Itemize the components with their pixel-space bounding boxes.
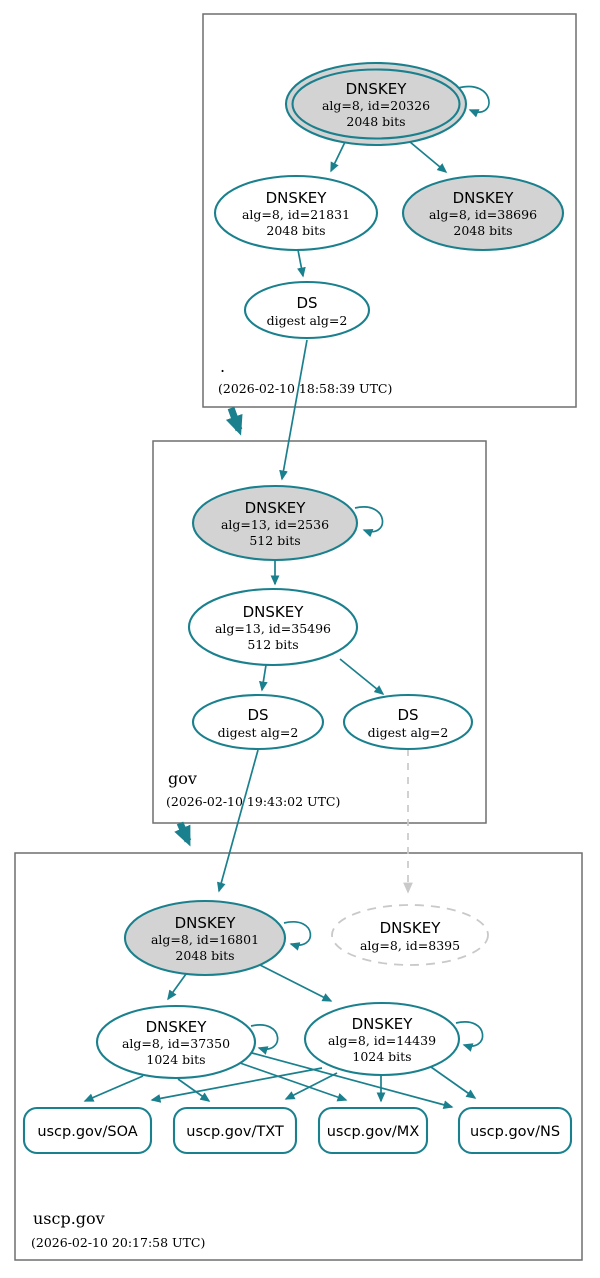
- node-bits: 2048 bits: [175, 948, 234, 963]
- edge-gov-zsk-to-ds-right: [339, 658, 385, 695]
- rrset-label: uscp.gov/MX: [327, 1124, 420, 1140]
- edge-zsk1-to-ns: [251, 1052, 454, 1110]
- node-gov-ds-right: DS digest alg=2: [342, 693, 474, 751]
- edge-zsk1-to-soa: [83, 1075, 144, 1102]
- edge-root-ksk-to-ksk2: [409, 141, 448, 173]
- node-title: DNSKEY: [146, 1018, 208, 1036]
- node-title: DS: [397, 706, 418, 724]
- node-rrset-uscp-gov-txt: uscp.gov/TXT: [172, 1106, 298, 1155]
- node-root-ds: DS digest alg=2: [243, 280, 371, 340]
- node-bits: 512 bits: [249, 533, 300, 548]
- zone-timestamp-gov: (2026-02-10 19:43:02 UTC): [166, 794, 340, 809]
- node-title: DNSKEY: [346, 80, 408, 98]
- zone-label-gov: gov: [168, 769, 197, 788]
- node-uscp-ksk-dnskey-16801: DNSKEY alg=8, id=16801 2048 bits: [123, 899, 287, 977]
- edge-root-zsk-to-ds: [297, 249, 306, 278]
- node-detail: alg=8, id=20326: [322, 98, 430, 113]
- edge-root-ds-to-gov-ksk: [279, 339, 308, 481]
- node-detail: alg=8, id=16801: [151, 932, 259, 947]
- node-bits: 2048 bits: [346, 114, 405, 129]
- edge-uscp-zsk1-self-loop: [250, 1024, 279, 1055]
- node-detail: alg=13, id=2536: [221, 517, 329, 532]
- edge-gov-ksk-self-loop: [354, 506, 384, 538]
- node-detail: digest alg=2: [267, 313, 348, 328]
- node-detail: alg=8, id=8395: [360, 938, 460, 953]
- node-detail: digest alg=2: [368, 725, 449, 740]
- node-uscp-zsk2-dnskey-14439: DNSKEY alg=8, id=14439 1024 bits: [303, 1001, 461, 1077]
- edge-zsk1-to-txt: [177, 1078, 211, 1102]
- edge-root-ksk-self-loop: [457, 85, 490, 118]
- node-root-ksk-dnskey-20326: DNSKEY alg=8, id=20326 2048 bits: [284, 61, 468, 147]
- node-detail: alg=8, id=37350: [122, 1036, 230, 1051]
- node-rrset-uscp-gov-ns: uscp.gov/NS: [457, 1106, 573, 1155]
- node-gov-zsk-dnskey-35496: DNSKEY alg=13, id=35496 512 bits: [187, 587, 359, 667]
- zone-timestamp-uscp: (2026-02-10 20:17:58 UTC): [31, 1235, 205, 1250]
- node-bits: 512 bits: [247, 637, 298, 652]
- node-rrset-uscp-gov-mx: uscp.gov/MX: [317, 1106, 429, 1155]
- edge-zsk1-to-mx: [239, 1062, 348, 1102]
- node-gov-ds-left: DS digest alg=2: [191, 693, 325, 751]
- node-title: DNSKEY: [175, 914, 237, 932]
- node-detail: alg=13, id=35496: [215, 621, 331, 636]
- node-bits: 1024 bits: [352, 1049, 411, 1064]
- zone-timestamp-root: (2026-02-10 18:58:39 UTC): [218, 381, 392, 396]
- node-uscp-zsk1-dnskey-37350: DNSKEY alg=8, id=37350 1024 bits: [95, 1004, 257, 1080]
- edge-zsk2-to-ns: [430, 1066, 477, 1099]
- node-title: DNSKEY: [352, 1015, 414, 1033]
- edge-zone-cut-gov-to-uscp: [174, 821, 192, 847]
- node-title: DNSKEY: [266, 189, 328, 207]
- node-title: DNSKEY: [243, 603, 305, 621]
- edge-uscp-ksk-to-zsk1: [167, 973, 187, 1001]
- node-title: DS: [296, 294, 317, 312]
- edge-gov-zsk-to-ds-left: [258, 664, 268, 692]
- node-bits: 1024 bits: [146, 1052, 205, 1067]
- rrset-label: uscp.gov/NS: [470, 1124, 560, 1140]
- edge-gov-ds-to-uscp-ksk: [217, 749, 259, 893]
- node-title: DNSKEY: [453, 189, 515, 207]
- edge-uscp-ksk-to-zsk2: [257, 963, 333, 1002]
- edge-uscp-zsk2-self-loop: [455, 1021, 484, 1052]
- rrset-label: uscp.gov/SOA: [37, 1124, 137, 1140]
- node-gov-ksk-dnskey-2536: DNSKEY alg=13, id=2536 512 bits: [191, 484, 359, 562]
- rrset-label: uscp.gov/TXT: [186, 1124, 284, 1140]
- zone-box-uscp-gov: [14, 852, 583, 1261]
- edge-zone-cut-root-to-gov: [225, 406, 243, 436]
- node-bits: 2048 bits: [453, 223, 512, 238]
- zone-label-uscp-gov: uscp.gov: [33, 1209, 105, 1228]
- node-detail: alg=8, id=21831: [242, 207, 350, 222]
- node-detail: alg=8, id=38696: [429, 207, 537, 222]
- node-title: DNSKEY: [380, 919, 442, 937]
- node-bits: 2048 bits: [266, 223, 325, 238]
- node-detail: digest alg=2: [218, 725, 299, 740]
- node-title: DS: [247, 706, 268, 724]
- edge-zsk2-to-soa: [150, 1067, 323, 1103]
- node-detail: alg=8, id=14439: [328, 1033, 436, 1048]
- node-title: DNSKEY: [245, 499, 307, 517]
- zone-label-root: .: [220, 357, 225, 376]
- node-rrset-uscp-gov-soa: uscp.gov/SOA: [22, 1106, 153, 1155]
- node-root-ksk2-dnskey-38696: DNSKEY alg=8, id=38696 2048 bits: [401, 174, 565, 252]
- edge-uscp-ksk-self-loop: [283, 921, 312, 951]
- node-root-zsk-dnskey-21831: DNSKEY alg=8, id=21831 2048 bits: [213, 174, 379, 252]
- edge-zsk2-to-txt: [284, 1072, 338, 1100]
- edge-root-ksk-to-zsk: [330, 141, 346, 173]
- node-uscp-missing-dnskey-8395: DNSKEY alg=8, id=8395: [331, 904, 489, 966]
